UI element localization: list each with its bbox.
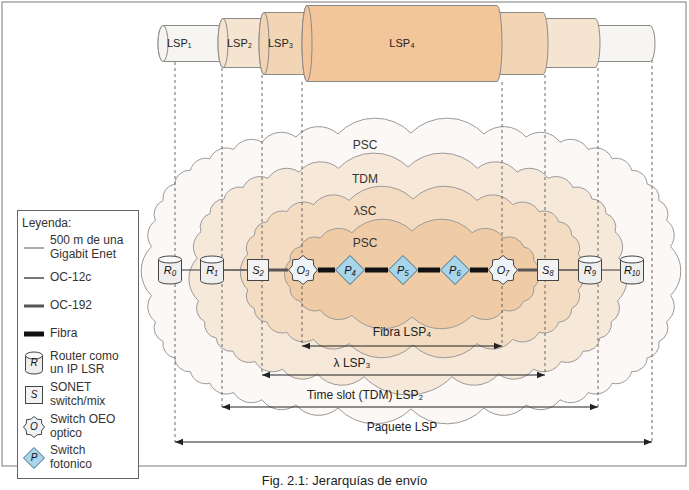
node-label: O₃ (297, 265, 310, 276)
line-sample (23, 273, 45, 283)
extent-label-holder: λ LSP₃ (334, 357, 371, 370)
fiber-link (418, 268, 440, 273)
lsp-cylinder: LSP₁ LSP₂ LSP₃ LSP₄ (158, 25, 655, 62)
symbol-letter: S (31, 390, 38, 400)
legend-item: 500 m de una Gigabit Enet (22, 234, 134, 262)
legend-item: R Router como un IP LSR (22, 350, 134, 378)
switching-region: TDM λSC PSC P₄ P₅ P₆ O₃ O₇ S₂ S₈ (188, 158, 628, 386)
node-label: R₁ (206, 265, 217, 276)
legend-sample (22, 294, 46, 318)
region-label: λSC (354, 205, 377, 218)
extent-label-holder: Fibra LSP₄ (373, 326, 431, 339)
router-node: R₉ (578, 256, 602, 284)
lsp-cylinder: LSP₄ (302, 5, 502, 82)
legend-heading: Leyenda: (22, 216, 134, 230)
legend-text: Fibra (50, 327, 77, 341)
legend-text: OC-12c (50, 271, 91, 285)
legend-sample: S (22, 383, 46, 407)
legend-symbol: P (23, 447, 45, 469)
region-label: PSC (353, 139, 378, 152)
region-label: TDM (352, 173, 378, 186)
link-line (602, 269, 620, 270)
node-label: P₄ (344, 265, 356, 276)
legend-item: Fibra (22, 322, 134, 346)
legend-sample: P (22, 446, 46, 470)
line-sample (23, 329, 45, 339)
link-line (518, 269, 537, 272)
link-line (224, 269, 247, 271)
extent-label-holder: Paquete LSP (367, 421, 438, 434)
lsp-cylinder: LSP₃ LSP₄ (259, 12, 548, 75)
legend-sample: O (22, 415, 46, 439)
legend-symbol: S (25, 386, 43, 404)
line-sample (23, 301, 45, 311)
legend-text: 500 m de una Gigabit Enet (50, 234, 130, 262)
node-label: S₂ (252, 265, 264, 276)
extent-label-holder: Time slot (TDM) LSP₂ (307, 389, 423, 402)
switching-region: PSC TDM λSC PSC P₄ P₅ P₆ O₃ O₇ S₂ S₈ R₀ R₁ R₉ R₁₀ (142, 124, 680, 418)
legend-item: OC-192 (22, 294, 134, 318)
symbol-letter: R (30, 358, 37, 368)
lsp-label: LSP₂ (227, 37, 252, 49)
region-label: PSC (353, 237, 378, 250)
sonet-switch: S₈ (537, 259, 559, 281)
extent-label: Fibra LSP₄ (373, 326, 431, 339)
node-label: R₉ (584, 265, 596, 276)
link-line (559, 269, 578, 271)
legend-text: Switch OEO optico (50, 413, 130, 441)
link-line (182, 269, 200, 270)
photonic-switch: P₆ (440, 255, 470, 285)
legend-sample (22, 236, 46, 260)
legend-box: Leyenda: 500 m de una Gigabit EnetOC-12cO… (17, 210, 139, 479)
figure-caption: Fig. 2.1: Jerarquías de envío (262, 473, 427, 489)
sonet-switch: S₂ (247, 259, 269, 281)
router-node: R₁ (200, 256, 224, 284)
node-label: R₁₀ (624, 265, 640, 276)
router-node: R₁₀ (620, 256, 644, 284)
line-sample (23, 243, 45, 253)
oeo-switch: O₇ (488, 255, 518, 285)
router-node: R₀ (158, 256, 182, 284)
legend-sample (22, 266, 46, 290)
legend-item: S SONET switch/mix (22, 381, 134, 409)
frame (2, 2, 686, 466)
legend-text: SONET switch/mix (50, 381, 130, 409)
oeo-switch: O₃ (288, 255, 318, 285)
legend-sample: R (22, 351, 46, 375)
node-label: S₈ (542, 265, 554, 276)
extent-label: λ LSP₃ (334, 357, 371, 370)
symbol-letter: O (30, 422, 38, 432)
extent-label: Time slot (TDM) LSP₂ (307, 389, 423, 402)
node-label: R₀ (164, 265, 177, 276)
node-label: P₆ (449, 265, 461, 276)
legend-symbol: R (25, 352, 43, 374)
node-label: O₇ (497, 265, 509, 276)
legend-symbol: O (23, 416, 45, 438)
legend-text: Router como un IP LSR (50, 350, 130, 378)
legend-item: O Switch OEO optico (22, 413, 134, 441)
photonic-switch: P₄ (335, 255, 365, 285)
legend-sample (22, 322, 46, 346)
lsp-label: LSP₄ (389, 37, 414, 49)
legend-text: Switch fotonico (50, 444, 130, 472)
extent-label: Paquete LSP (367, 421, 438, 434)
symbol-letter: P (31, 453, 38, 463)
node-label: P₅ (397, 265, 409, 276)
fiber-link (318, 268, 335, 273)
legend-item: OC-12c (22, 266, 134, 290)
lsp-cylinder: LSP₂ LSP₃ LSP₄ (218, 18, 600, 68)
legend-text: OC-192 (50, 299, 92, 313)
fiber-link (365, 268, 388, 273)
lsp-label: LSP₁ (167, 37, 192, 49)
legend-item: P Switch fotonico (22, 444, 134, 472)
fiber-link (470, 268, 488, 273)
lsp-label: LSP₃ (268, 37, 293, 49)
photonic-switch: P₅ (388, 255, 418, 285)
link-line (269, 269, 288, 272)
